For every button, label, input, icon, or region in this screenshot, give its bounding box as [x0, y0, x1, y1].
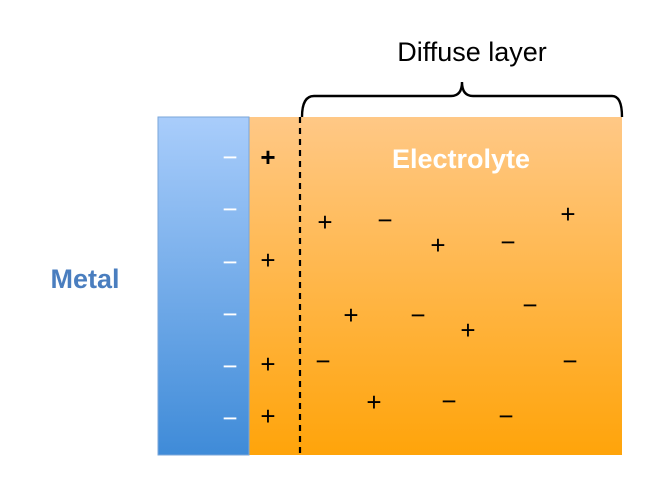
inner-layer-ion: +	[260, 401, 275, 431]
metal-charge: −	[222, 142, 237, 172]
inner-layer-ion: +	[260, 349, 275, 379]
diffuse-ion: +	[343, 300, 358, 330]
diffuse-ion: −	[441, 386, 456, 416]
diffuse-ion: +	[560, 199, 575, 229]
metal-charge: −	[222, 247, 237, 277]
diffuse-ion: −	[500, 227, 515, 257]
metal-charge: −	[222, 351, 237, 381]
metal-charge: −	[222, 403, 237, 433]
inner-layer-ion: +	[260, 245, 275, 275]
metal-charge: −	[222, 194, 237, 224]
metal-label: Metal	[50, 264, 119, 294]
diffuse-ion: −	[410, 300, 425, 330]
metal-surface-charges: − − − − − −	[222, 142, 237, 433]
diffuse-ion: +	[317, 207, 332, 237]
electrolyte-label: Electrolyte	[392, 144, 530, 174]
diffuse-ion: +	[430, 230, 445, 260]
diffuse-ion: −	[315, 346, 330, 376]
diffuse-ion: +	[460, 315, 475, 345]
metal-charge: −	[222, 299, 237, 329]
inner-layer-charges: + + + +	[260, 142, 275, 431]
metal-electrode	[157, 116, 250, 456]
electrolyte-region	[249, 117, 622, 455]
inner-layer-ion: +	[260, 142, 275, 172]
diffuse-layer-label: Diffuse layer	[397, 37, 547, 67]
diffuse-ion: −	[377, 205, 392, 235]
diffuse-ion: −	[562, 346, 577, 376]
diffuse-ion: −	[522, 290, 537, 320]
diffuse-ions: + − + − + + − + − − − + − −	[315, 199, 577, 431]
diffuse-layer-bracket	[300, 81, 624, 118]
diffuse-ion: −	[498, 401, 513, 431]
diffuse-ion: +	[366, 387, 381, 417]
